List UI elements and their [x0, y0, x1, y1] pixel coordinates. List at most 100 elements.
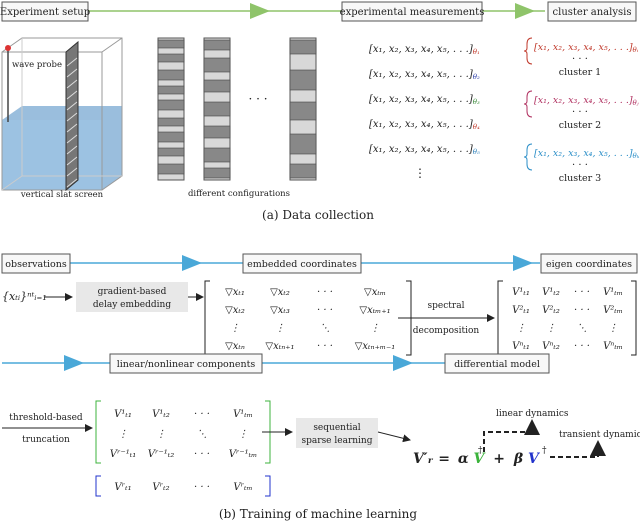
measurement-vector: [x₁, x₂, x₃, x₄, x₅, . . .] [369, 94, 473, 105]
cluster-2: [x₁, x₂, x₃, x₄, x₅, . . .]θⱼ· · ·cluste… [523, 90, 639, 131]
stage-label-measurements: experimental measurements [340, 7, 485, 18]
model-equation: V′ᵣ = α V + β V [413, 451, 541, 467]
model-plus: + [493, 451, 505, 467]
spectral-label-2: decomposition [413, 326, 480, 336]
embedding-matrix-cell: ▽xₜ₂ [270, 287, 290, 298]
linear-components-matrix-cell: Vʳ⁻¹ₜ₂ [148, 449, 174, 460]
measurement-row: [x₁, x₂, x₃, x₄, x₅, . . .]θ₄ [369, 119, 480, 131]
linear-components-matrix-cell: · · · [194, 409, 210, 420]
wave-probe-label: wave probe [12, 60, 62, 70]
linear-components-matrix-cell: Vʳ⁻¹ₜₘ [229, 449, 258, 460]
linear-components-matrix-cell: ⋮ [118, 429, 128, 440]
linear-components-matrix-cell: V¹ₜ₂ [152, 409, 170, 420]
linear-components-matrix-cell: ⋱ [197, 429, 207, 440]
measurement-row: [x₁, x₂, x₃, x₄, x₅, . . .]θ₂ [369, 69, 480, 81]
linear-dynamics-path [483, 419, 540, 452]
model-lhs: V′ᵣ = [413, 451, 450, 467]
spectral-label-1: spectral [428, 301, 465, 311]
measurement-vector: [x₁, x₂, x₃, x₄, x₅, . . .] [369, 44, 473, 55]
eigen-matrix-cell: ⋮ [516, 323, 526, 334]
configuration-slat [157, 131, 185, 143]
slat-line [66, 145, 78, 155]
nonlinear-row-cell: Vʳₜ₂ [152, 482, 169, 493]
eigen-matrix-cell: · · · [574, 287, 590, 298]
cluster-label: cluster 3 [559, 173, 601, 184]
slat-line [66, 167, 78, 177]
vertical-slat-screen [65, 40, 79, 192]
measurement-theta: θ₄ [473, 123, 480, 131]
measurement-row: [x₁, x₂, x₃, x₄, x₅, . . .]θ₁ [369, 44, 480, 56]
configuration-slat [203, 39, 231, 51]
slat-line [66, 178, 78, 188]
measurement-theta: θ₅ [473, 148, 480, 156]
nonlinear-dagger: † [542, 446, 547, 456]
threshold-label-1: threshold-based [9, 413, 83, 423]
configuration-slat [203, 79, 231, 93]
eigen-matrix-cell: V¹ₜ₂ [542, 287, 560, 298]
configuration-slat [289, 163, 317, 179]
measurement-rows: [x₁, x₂, x₃, x₄, x₅, . . .]θ₁[x₁, x₂, x₃… [369, 44, 480, 156]
slat-line [66, 79, 78, 89]
cluster-vector-text: [x₁, x₂, x₃, x₄, x₅, . . .] [534, 148, 633, 159]
embedding-matrix-cell: ▽xₜₙ₊ₘ₋₁ [355, 341, 396, 352]
cluster-theta: θₖ [633, 152, 640, 160]
sparse-learning-box: sequential sparse learning [296, 418, 378, 448]
measurement-theta: θ₁ [473, 48, 480, 56]
embedding-matrix-cell: ⋮ [370, 323, 380, 334]
embedding-matrix-cell: ⋮ [230, 323, 240, 334]
timeline-c-arrow-1 [64, 355, 84, 371]
configuration-slat [289, 101, 317, 121]
embedding-matrix-cell: ▽xₜₙ₊₁ [265, 341, 294, 352]
cluster-brace [523, 143, 533, 171]
configuration-slat [157, 99, 185, 111]
nonlinear-row-cell: · · · [194, 482, 210, 493]
measurement-theta: θ₃ [473, 98, 480, 106]
configuration-slat [203, 101, 231, 117]
nonlinear-row-right-bracket [265, 475, 271, 497]
configuration-slat [157, 163, 185, 175]
stage-box-experiment-setup: Experiment setup [0, 1, 90, 22]
stage-box-linear-nonlinear: linear/nonlinear components [109, 353, 263, 374]
gradient-embedding-box: gradient-based delay embedding [76, 282, 188, 312]
configuration-slat [203, 57, 231, 73]
cluster-dots: · · · [572, 54, 588, 65]
eigen-matrix-cell: · · · [574, 305, 590, 316]
model-nonlinear-term: V [528, 451, 541, 467]
embedding-matrix-cell: ▽xₜ₁ [225, 287, 245, 298]
embedding-matrix-cell: ▽xₜ₃ [270, 305, 290, 316]
cluster-label: cluster 1 [559, 67, 601, 78]
linear-components-matrix-cell: · · · [194, 449, 210, 460]
nonlinear-row-cell: Vʳₜₘ [233, 482, 252, 493]
stage-label-differential: differential model [454, 359, 540, 370]
embedding-matrix-cell: ⋮ [275, 323, 285, 334]
cluster-theta: θᵢ [633, 46, 639, 54]
stage-label-experiment-setup: Experiment setup [0, 7, 90, 18]
sparse-label-2: sparse learning [302, 436, 373, 446]
gradient-label-1: gradient-based [98, 287, 167, 297]
eigen-matrix-left-bracket [497, 280, 503, 356]
slat-line [66, 123, 78, 133]
cluster-vector: [x₁, x₂, x₃, x₄, x₅, . . .]θₖ [534, 148, 640, 160]
model-beta: β [513, 451, 524, 467]
linear-components-matrix-cell: V¹ₜₘ [233, 409, 253, 420]
slat-caption: vertical slat screen [20, 190, 104, 200]
model-alpha: α [458, 451, 469, 467]
configuration-slat [157, 39, 185, 49]
measurement-vector: [x₁, x₂, x₃, x₄, x₅, . . .] [369, 119, 473, 130]
configuration-columns [157, 37, 317, 181]
eigen-matrix-cell: V²ₜ₂ [542, 305, 560, 316]
stage-label-embedded: embedded coordinates [247, 259, 357, 270]
eigen-matrix-cell: ⋮ [546, 323, 556, 334]
configuration-slat [289, 69, 317, 91]
eigen-matrix-cell: Vⁿₜ₂ [542, 341, 560, 352]
timeline-c-arrow-2 [393, 355, 413, 371]
measurement-row: [x₁, x₂, x₃, x₄, x₅, . . .]θ₅ [369, 144, 480, 156]
configuration-slat [203, 125, 231, 139]
configuration-slat [289, 133, 317, 155]
cluster-vector-text: [x₁, x₂, x₃, x₄, x₅, . . .] [534, 42, 633, 53]
measurement-vector: [x₁, x₂, x₃, x₄, x₅, . . .] [369, 69, 473, 80]
cluster-list: [x₁, x₂, x₃, x₄, x₅, . . .]θᵢ· · ·cluste… [523, 37, 640, 184]
configuration-slat [157, 117, 185, 127]
